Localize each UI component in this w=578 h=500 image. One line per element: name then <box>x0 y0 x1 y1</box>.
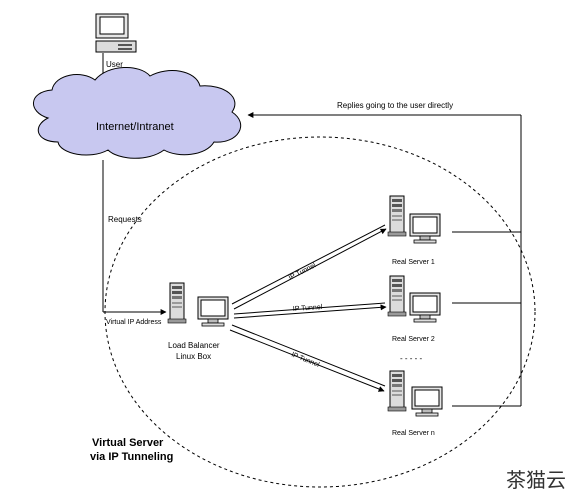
tunnel-to-server-2 <box>233 302 387 319</box>
load-balancer-label-2: Linux Box <box>176 352 211 361</box>
virtual-ip-label: Virtual IP Address <box>106 319 162 326</box>
requests-label: Requests <box>108 215 142 224</box>
real-server-1-label: Real Server 1 <box>392 259 435 266</box>
diagram-title-line2: via IP Tunneling <box>90 451 173 463</box>
user-label: User <box>106 60 123 69</box>
load-balancer-label-1: Load Balancer <box>168 341 220 350</box>
tunnel-to-server-1 <box>231 224 387 310</box>
watermark-text: 茶猫云 <box>506 468 566 492</box>
server-ellipsis: - - - - - <box>400 354 423 363</box>
replies-label: Replies going to the user directly <box>337 101 453 110</box>
real-server-n-icon <box>387 370 443 417</box>
load-balancer-icon <box>167 282 229 327</box>
tunnel-label-2: IP Tunnel <box>293 304 323 313</box>
internet-cloud <box>33 66 242 159</box>
tunnel-label-1: IP Tunnel <box>288 262 318 282</box>
real-server-2-icon <box>387 275 441 323</box>
tunnel-to-server-n <box>229 324 386 392</box>
diagram-title-line1: Virtual Server <box>92 437 164 449</box>
real-server-2-label: Real Server 2 <box>392 336 435 343</box>
real-server-1-icon <box>387 195 441 244</box>
user-computer-icon <box>95 13 137 53</box>
cloud-label: Internet/Intranet <box>96 121 174 133</box>
real-server-n-label: Real Server n <box>392 430 435 437</box>
